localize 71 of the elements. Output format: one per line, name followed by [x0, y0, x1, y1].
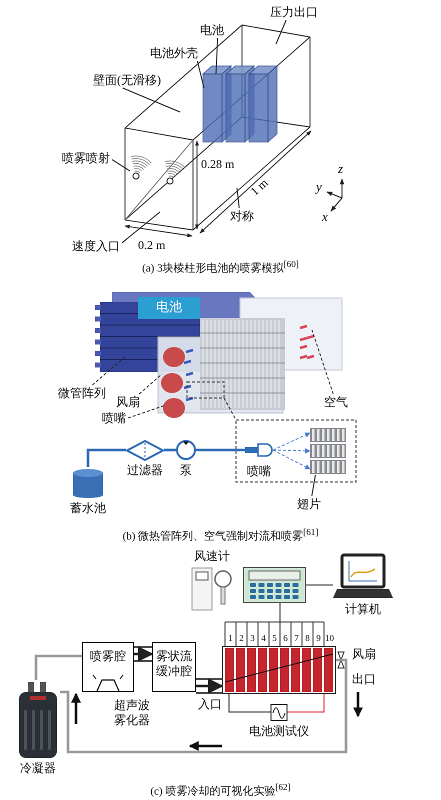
pipe [86, 448, 126, 467]
spray-chamber: 喷雾腔 [82, 642, 134, 692]
device-label: 蓄水池 [69, 500, 107, 516]
cell-number: 1 [227, 633, 234, 644]
leader-line [216, 38, 218, 74]
leader-line [112, 159, 130, 172]
leader-line [122, 212, 160, 244]
device-label: 冷凝器 [19, 760, 57, 776]
flow-arrow [134, 646, 154, 662]
callout-label: 速度入口 [70, 238, 122, 254]
leader-line [311, 474, 316, 496]
leader-line [312, 330, 334, 394]
leader-line [236, 188, 240, 208]
device-label: 风速计 [193, 548, 231, 564]
callout-label: 喷嘴 [100, 410, 128, 426]
dimension-label: 0.28 m [201, 157, 234, 171]
leader-line [122, 88, 180, 112]
axis-label: y [316, 180, 322, 194]
cell-number: 8 [304, 633, 311, 644]
device-label: 计算机 [344, 601, 382, 617]
device-label: 电池测试仪 [248, 723, 310, 739]
spray-arrow [272, 448, 311, 454]
cell-number: 6 [282, 633, 289, 644]
cable [306, 584, 334, 586]
part-label: 入口 [198, 697, 222, 711]
part-label: 出口 [352, 672, 376, 686]
callout-label: 微管阵列 [56, 385, 108, 401]
axis-label: z [338, 162, 344, 176]
cell-number: 5 [271, 633, 278, 644]
leader-line [276, 20, 287, 44]
battery-tag: 电池 [138, 297, 200, 319]
wire [228, 694, 246, 712]
leader-line [138, 374, 162, 394]
spray-arrow [272, 432, 310, 450]
cell-number: 4 [260, 633, 267, 644]
callout-label: 电池外壳 [148, 45, 200, 61]
device-label: 喷嘴 [246, 463, 272, 479]
device-label: 过滤器 [126, 462, 164, 478]
dimension-label: 0.2 m [138, 238, 166, 252]
device-label: 泵 [179, 462, 193, 478]
pipe [164, 448, 176, 452]
cell-number: 7 [293, 633, 300, 644]
dimension-label: 1 m [248, 176, 271, 198]
leader-line [92, 356, 126, 386]
pipe [60, 658, 348, 754]
cell-number: 10 [324, 633, 334, 644]
part-label: 风扇 [352, 647, 376, 661]
callout-label: 喷雾喷射 [60, 150, 112, 166]
part-label: 超声波雾化器 [113, 698, 151, 728]
cell-number: 9 [315, 633, 322, 644]
spray-arrow [272, 450, 310, 470]
pipe [34, 654, 82, 680]
cell-number: 2 [238, 633, 245, 644]
figure-caption: (c) 喷雾冷却的可视化实验$^{[62]}$ [149, 781, 292, 799]
leader-line [196, 60, 204, 88]
pipe [196, 448, 245, 452]
flow-arrow [196, 678, 224, 694]
callout-label: 压力出口 [268, 4, 320, 20]
wire [312, 694, 324, 712]
figure-caption: (a) 3块棱柱形电池的喷雾模拟$^{[60]}$ [141, 258, 300, 276]
callout-label: 电池 [198, 22, 226, 38]
axis-label: x [322, 210, 328, 224]
figure-caption: (b) 微热管阵列、空气强制对流和喷雾$^{[61]}$ [122, 526, 320, 544]
cell-number: 3 [249, 633, 256, 644]
callout-label: 空气 [322, 394, 350, 410]
buffer-chamber: 雾状流缓冲腔 [152, 642, 196, 692]
callout-label: 风扇 [114, 394, 142, 410]
callout-label: 壁面(无滑移) [84, 72, 170, 88]
callout-label: 翅片 [295, 496, 323, 512]
leader-line [128, 404, 166, 418]
callout-label: 对称 [228, 208, 256, 224]
